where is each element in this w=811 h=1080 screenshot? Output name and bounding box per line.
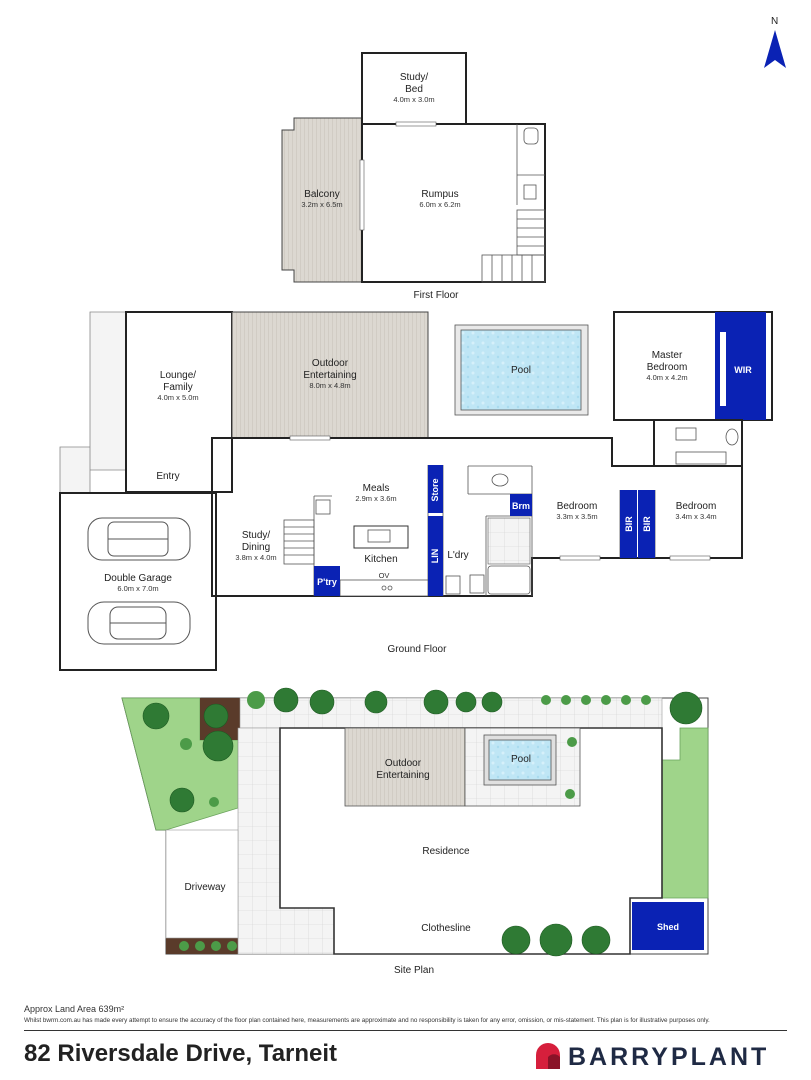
study-dining-name-1: Study/ xyxy=(242,530,271,541)
brm-label: Brm xyxy=(512,501,530,511)
bir2-label: BIR xyxy=(642,516,652,532)
site-outdoor-2: Entertaining xyxy=(376,770,429,781)
disclaimer: Whilst bwrm.com.au has made every attemp… xyxy=(24,1017,710,1024)
meals-dims: 2.9m x 3.6m xyxy=(355,494,396,503)
brand-name: BARRYPLANT xyxy=(568,1042,770,1071)
study-bed-name-1: Study/ xyxy=(400,72,429,83)
wir-label: WIR xyxy=(734,365,752,375)
study-dining-name-2: Dining xyxy=(242,542,270,553)
site-clothesline: Clothesline xyxy=(421,923,471,934)
outdoor-name-1: Outdoor xyxy=(312,358,349,369)
study-dining-dims: 3.8m x 4.0m xyxy=(235,553,276,562)
car-icon xyxy=(87,601,191,645)
car-icon xyxy=(87,517,191,561)
north-label: N xyxy=(771,16,778,27)
entry-label: Entry xyxy=(156,471,179,482)
ground-floor-title: Ground Floor xyxy=(388,644,448,655)
site-plan xyxy=(121,687,709,957)
garage-dims: 6.0m x 7.0m xyxy=(117,584,158,593)
property-address: 82 Riversdale Drive, Tarneit xyxy=(24,1040,338,1067)
shrub-icon xyxy=(142,687,703,957)
site-outdoor-1: Outdoor xyxy=(385,758,422,769)
floor-plan-drawing: N Study/ Bed 4.0m x 3. xyxy=(59,16,786,976)
outdoor-name-2: Entertaining xyxy=(303,370,356,381)
study-bed-name-2: Bed xyxy=(405,84,423,95)
site-pool: Pool xyxy=(511,754,531,765)
store-label: Store xyxy=(430,478,440,501)
site-driveway: Driveway xyxy=(184,882,225,893)
master-name-1: Master xyxy=(652,350,683,361)
kitchen-label: Kitchen xyxy=(364,554,397,565)
bedroom2-dims: 3.3m x 3.5m xyxy=(556,512,597,521)
laundry-label: L'dry xyxy=(447,550,468,561)
footer: Approx Land Area 639m² Whilst bwrm.com.a… xyxy=(0,1000,811,1080)
balcony-dims: 3.2m x 6.5m xyxy=(301,200,342,209)
study-bed-dims: 4.0m x 3.0m xyxy=(393,95,434,104)
rumpus-dims: 6.0m x 6.2m xyxy=(419,200,460,209)
north-arrow-icon xyxy=(764,30,786,68)
pool-name: Pool xyxy=(511,365,531,376)
master-dims: 4.0m x 4.2m xyxy=(646,373,687,382)
pantry-label: P'try xyxy=(317,577,337,587)
master-name-2: Bedroom xyxy=(647,362,688,373)
brand-mark-icon xyxy=(536,1043,560,1069)
balcony-name: Balcony xyxy=(304,189,340,200)
bedroom2-name: Bedroom xyxy=(557,501,598,512)
rumpus-name: Rumpus xyxy=(421,189,458,200)
footer-divider xyxy=(24,1030,787,1031)
outdoor-dims: 8.0m x 4.8m xyxy=(309,381,350,390)
lin-label: LIN xyxy=(430,549,440,564)
lounge-name-1: Lounge/ xyxy=(160,370,196,381)
lounge-name-2: Family xyxy=(163,382,192,393)
meals-name: Meals xyxy=(363,483,390,494)
garage-name: Double Garage xyxy=(104,573,172,584)
bir1-label: BIR xyxy=(624,516,634,532)
bedroom3-dims: 3.4m x 3.4m xyxy=(675,512,716,521)
bedroom3-name: Bedroom xyxy=(676,501,717,512)
lounge-dims: 4.0m x 5.0m xyxy=(157,393,198,402)
site-shed: Shed xyxy=(657,922,679,932)
site-residence: Residence xyxy=(422,846,470,857)
first-floor-title: First Floor xyxy=(414,290,460,301)
first-floor-plan xyxy=(281,52,546,283)
oven-label: OV xyxy=(379,571,390,580)
site-plan-title: Site Plan xyxy=(394,965,434,976)
brand-logo: BARRYPLANT xyxy=(534,1040,769,1074)
ground-floor-plan xyxy=(59,311,773,671)
land-area: Approx Land Area 639m² xyxy=(24,1004,125,1014)
